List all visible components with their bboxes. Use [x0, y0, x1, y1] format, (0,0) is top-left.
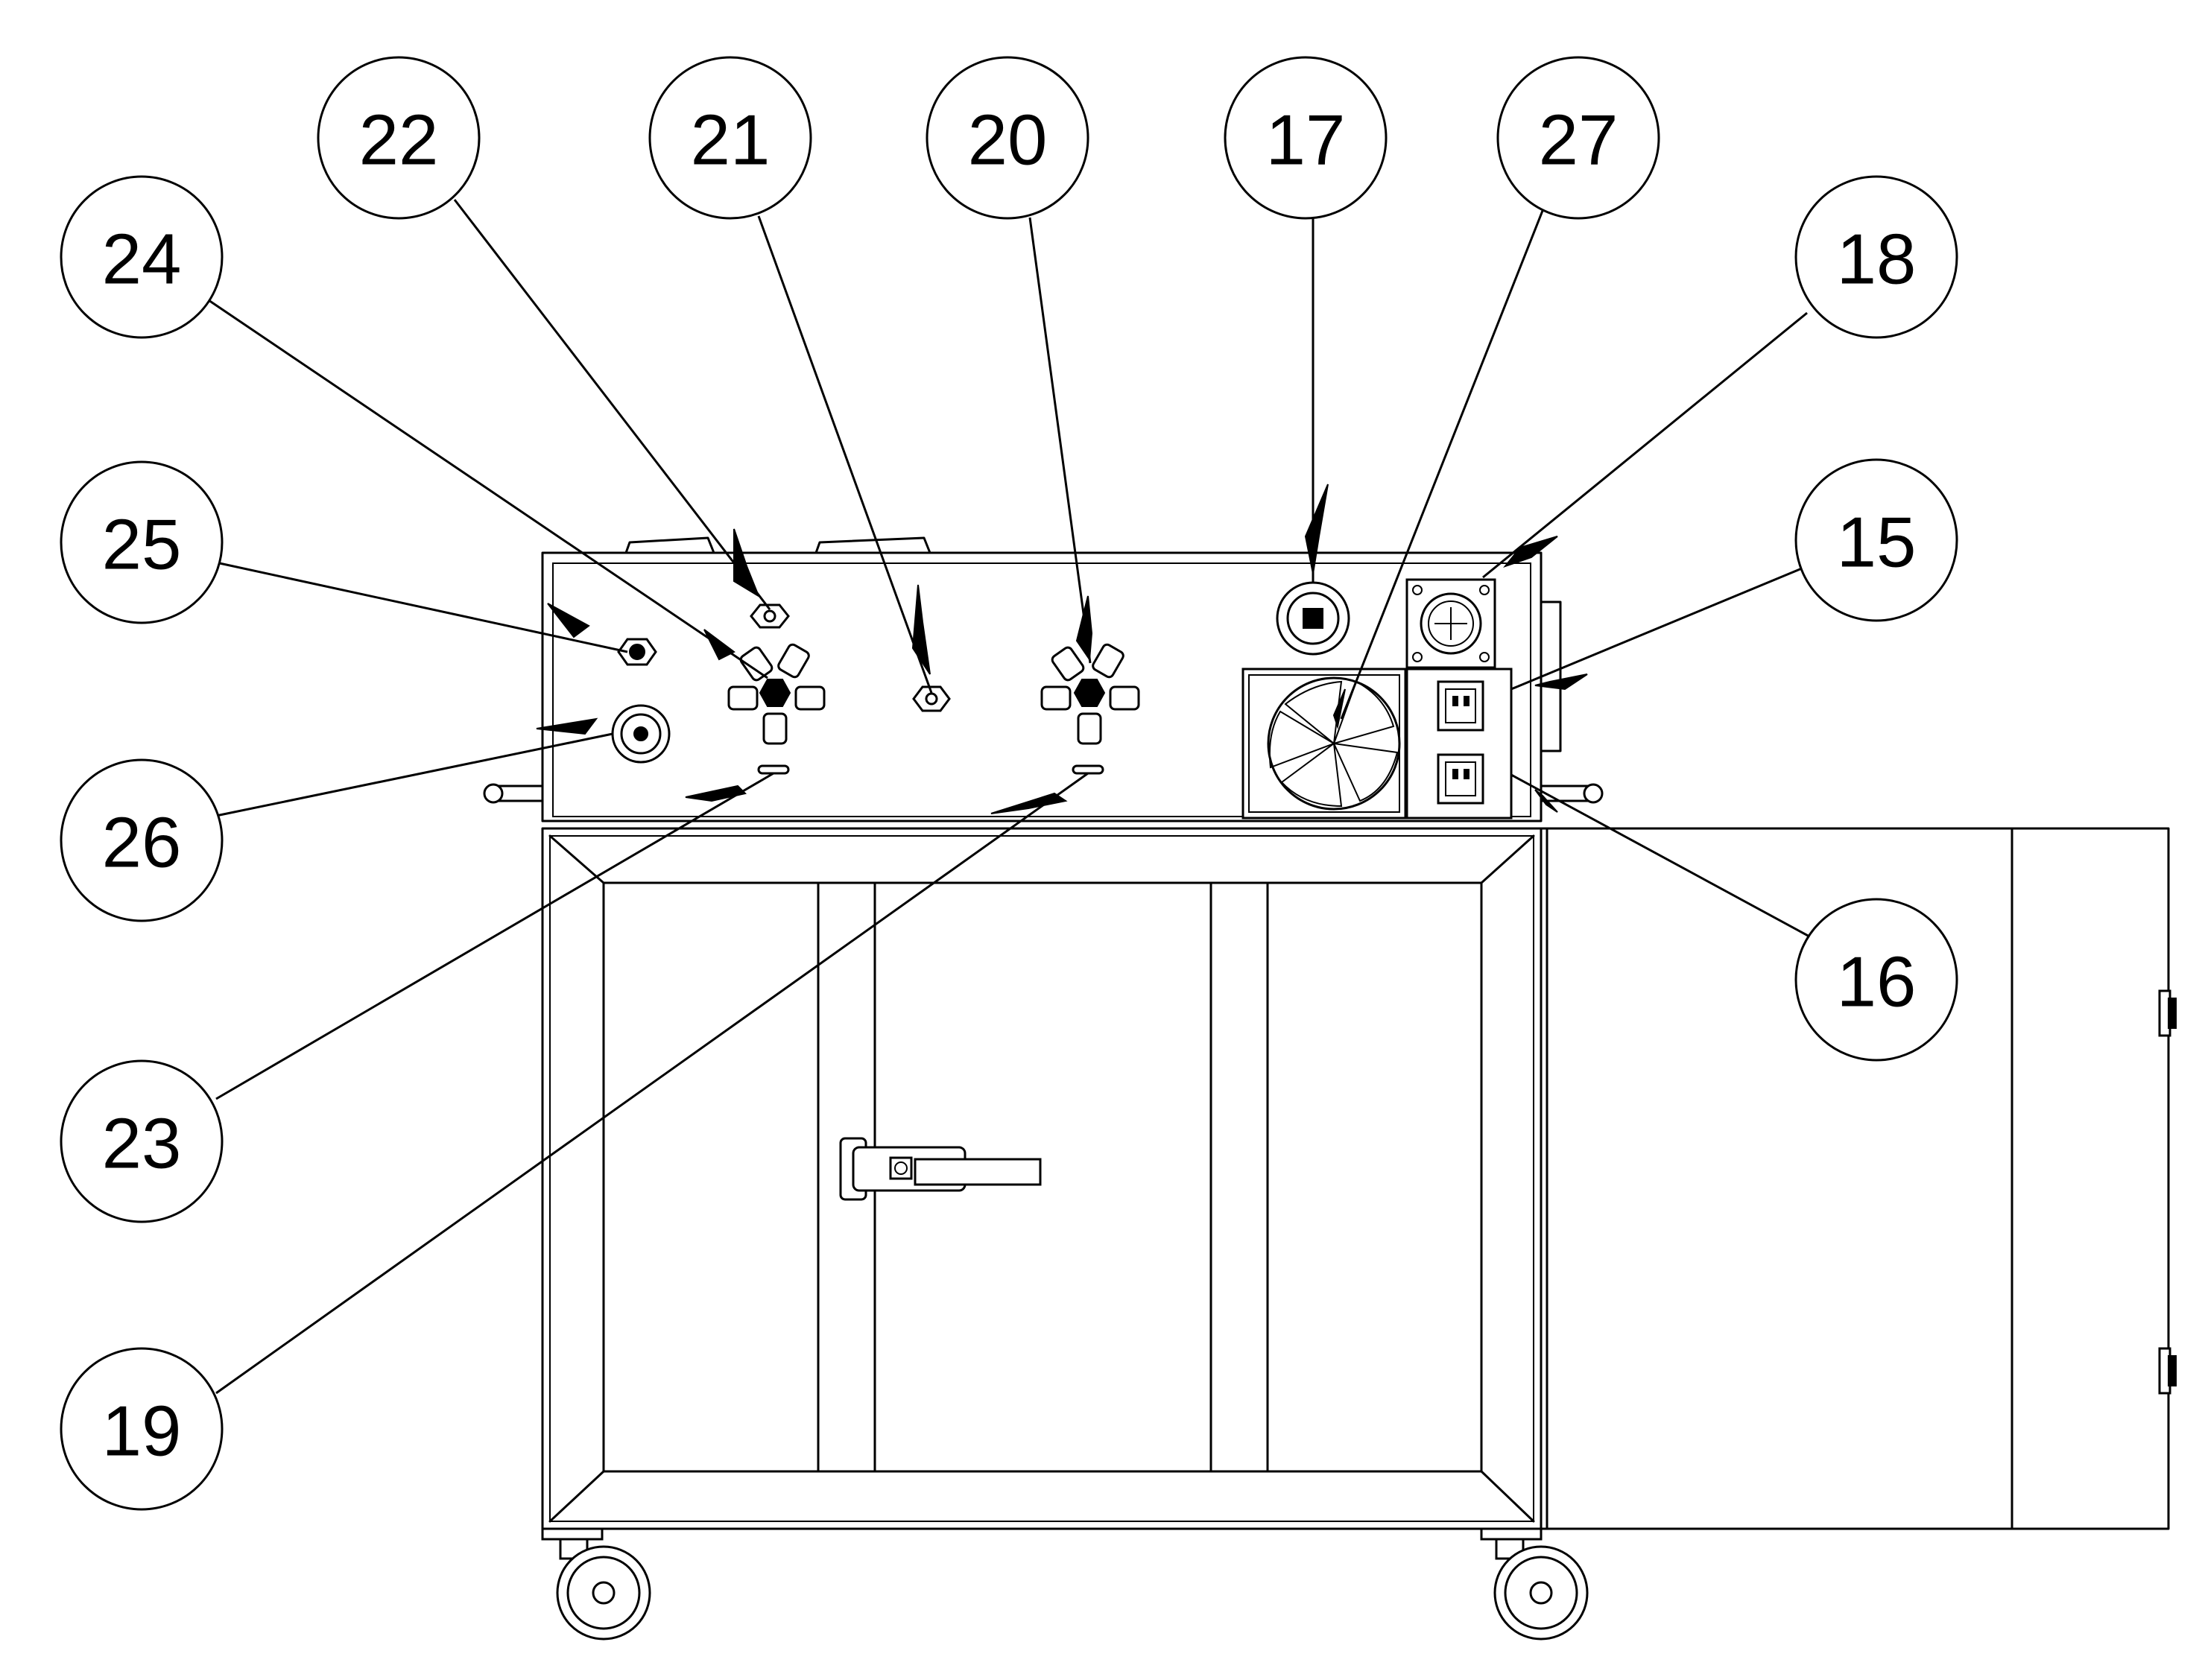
- top-handle-right: [814, 536, 931, 554]
- connector-cluster-right-icon: [1040, 643, 1140, 745]
- side-handle-right: [1540, 783, 1604, 804]
- callout-label-15: 15: [1837, 503, 1917, 583]
- callout-label-22: 22: [359, 101, 439, 180]
- callout-label-20: 20: [968, 101, 1048, 180]
- callout-label-19: 19: [102, 1392, 182, 1471]
- slot-right-icon: [1072, 764, 1104, 775]
- outlet-box: [1405, 668, 1513, 820]
- callout-label-27: 27: [1539, 101, 1619, 180]
- callout-20: 20: [926, 56, 1089, 220]
- round-connector-icon: [611, 704, 671, 764]
- callout-24: 24: [60, 175, 224, 339]
- panel-connector-icon: [1405, 578, 1496, 669]
- callout-15: 15: [1794, 458, 1958, 622]
- open-door: [1540, 827, 2177, 1530]
- callout-21: 21: [648, 56, 812, 220]
- side-handle-left: [483, 783, 544, 804]
- caster-left-icon: [541, 1527, 651, 1641]
- top-handle-left: [624, 536, 715, 554]
- fan-icon: [1241, 668, 1407, 820]
- callout-27: 27: [1496, 56, 1660, 220]
- callout-16: 16: [1794, 898, 1958, 1062]
- cabinet-body: [541, 827, 1543, 1530]
- leader-ticks: [536, 484, 1588, 814]
- latch-icon: [839, 1137, 1042, 1201]
- gland-22-icon: [750, 603, 790, 629]
- callout-label-23: 23: [102, 1104, 182, 1184]
- callout-label-25: 25: [102, 505, 182, 585]
- callout-label-21: 21: [691, 101, 771, 180]
- callout-23: 23: [60, 1059, 224, 1223]
- callout-19: 19: [60, 1347, 224, 1511]
- gland-small-icon: [617, 638, 657, 666]
- callout-label-24: 24: [102, 220, 182, 299]
- callout-label-17: 17: [1266, 101, 1346, 180]
- slot-left-icon: [757, 764, 790, 775]
- caster-right-icon: [1480, 1527, 1589, 1641]
- callout-17: 17: [1224, 56, 1388, 220]
- gland-21-icon: [912, 685, 951, 712]
- connector-cluster-left-icon: [727, 643, 826, 745]
- callout-label-26: 26: [102, 803, 182, 883]
- callout-22: 22: [317, 56, 481, 220]
- callout-label-16: 16: [1837, 942, 1917, 1022]
- leader-lines: [208, 182, 1812, 1395]
- round-switch-icon: [1276, 581, 1350, 656]
- callout-25: 25: [60, 460, 224, 624]
- callout-18: 18: [1794, 175, 1958, 339]
- callout-26: 26: [60, 758, 224, 922]
- callout-label-18: 18: [1837, 220, 1917, 299]
